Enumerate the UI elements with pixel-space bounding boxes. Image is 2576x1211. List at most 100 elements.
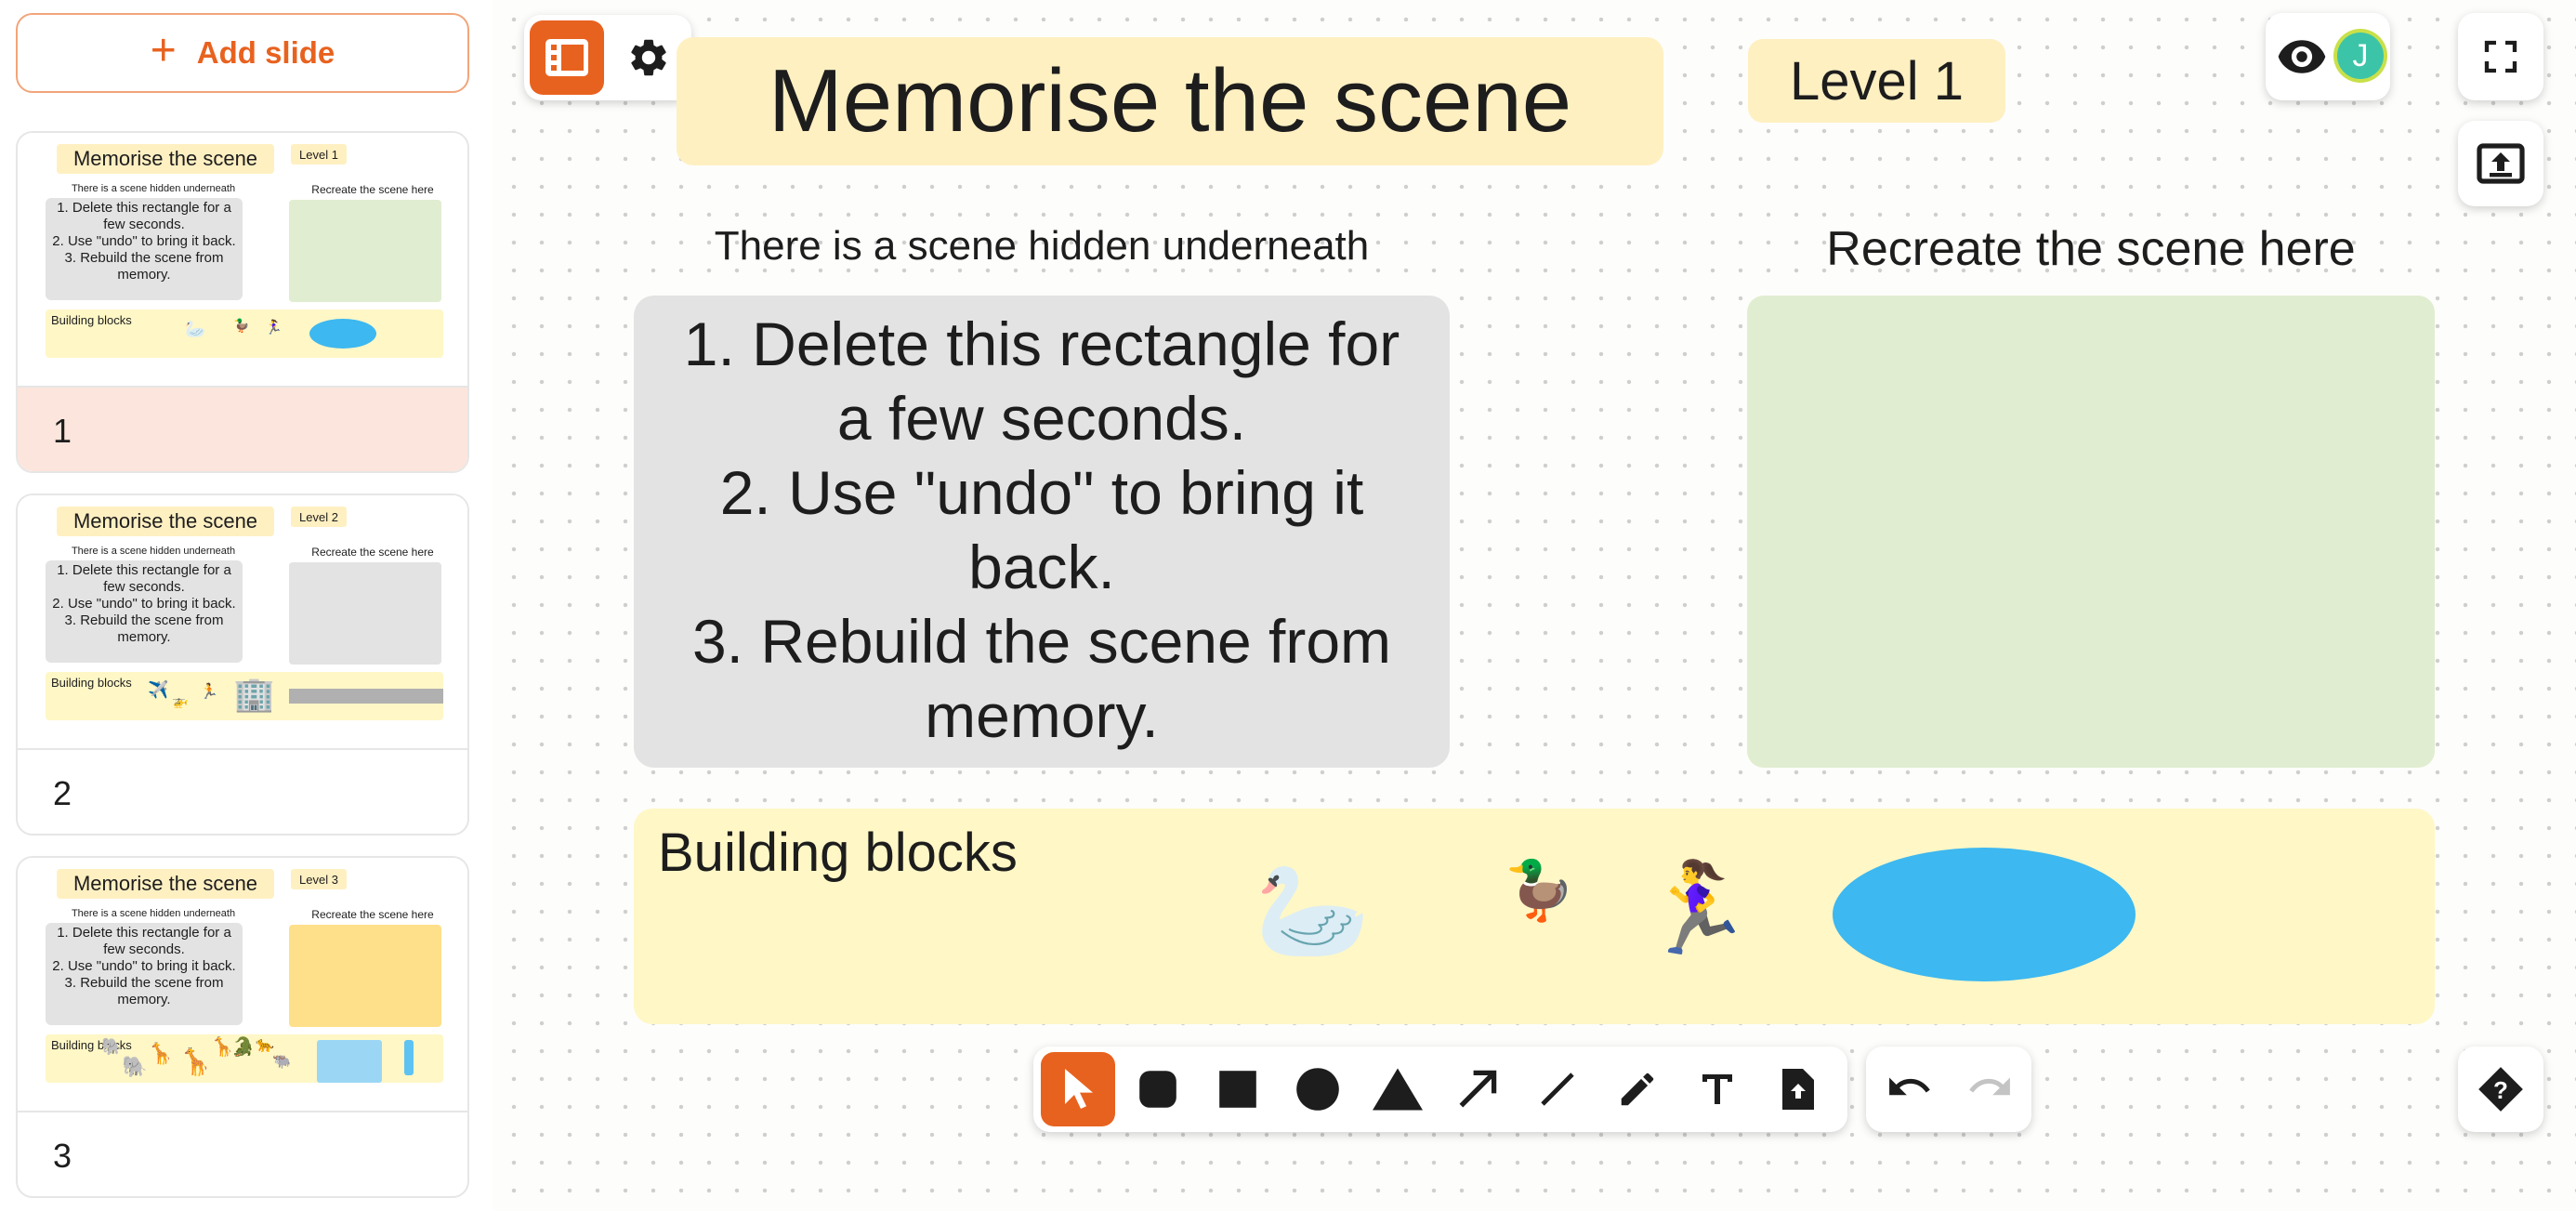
eye-icon xyxy=(2278,40,2326,73)
svg-text:?: ? xyxy=(2493,1076,2508,1104)
square-icon xyxy=(1219,1071,1256,1108)
ellipse-tool[interactable] xyxy=(1281,1052,1355,1126)
arrow-tool[interactable] xyxy=(1440,1052,1515,1126)
thumb-title: Memorise the scene xyxy=(57,507,274,536)
thumb-title: Memorise the scene xyxy=(57,869,274,899)
thumb-building-blocks: Building blocks ✈️ 🚁 🏃 🏢 xyxy=(46,672,443,720)
slide-preview: Memorise the scene Level 1 There is a sc… xyxy=(18,133,467,386)
redo-icon xyxy=(1969,1077,2010,1096)
instruction-line: back. xyxy=(968,533,1115,601)
slides-panel-toggle[interactable] xyxy=(530,20,604,95)
preview-button[interactable] xyxy=(2273,20,2331,93)
thumb-instructions: 1. Delete this rectangle for a few secon… xyxy=(46,923,243,1025)
rounded-square-icon xyxy=(1139,1071,1176,1108)
instruction-line: 1. Delete this rectangle for xyxy=(683,309,1400,378)
help-icon: ? xyxy=(2478,1067,2523,1112)
fullscreen-icon xyxy=(2484,40,2517,73)
level-badge[interactable]: Level 1 xyxy=(1748,39,2005,123)
thumb-hidden-label: There is a scene hidden underneath xyxy=(71,546,236,557)
triangle-tool[interactable] xyxy=(1360,1052,1435,1126)
instruction-line: 2. Use "undo" to bring it xyxy=(719,458,1364,527)
instruction-line: memory. xyxy=(925,681,1159,750)
rectangle-tool[interactable] xyxy=(1201,1052,1275,1126)
fullscreen-button[interactable] xyxy=(2458,13,2543,100)
thumb-hidden-label: There is a scene hidden underneath xyxy=(71,908,236,919)
history-toolbar xyxy=(1866,1046,2031,1132)
runner-icon[interactable]: 🏃‍♀️ xyxy=(1641,859,1753,958)
gear-icon xyxy=(631,39,666,76)
upload-icon xyxy=(2477,143,2525,184)
slide-number: 3 xyxy=(18,1111,467,1196)
line-icon xyxy=(1541,1073,1574,1106)
pencil-icon xyxy=(1621,1073,1654,1106)
slides-panel-icon xyxy=(545,39,588,76)
thumb-recreate-area xyxy=(289,562,441,665)
rounded-rectangle-tool[interactable] xyxy=(1121,1052,1195,1126)
duck-icon: 🦆 xyxy=(233,318,250,333)
slide-thumbnail-3[interactable]: Memorise the scene Level 3 There is a sc… xyxy=(16,856,469,1198)
line-tool[interactable] xyxy=(1520,1052,1595,1126)
redo-button[interactable] xyxy=(1952,1052,2026,1126)
upload-file-tool[interactable] xyxy=(1760,1052,1834,1126)
thumb-instruction-line: 3. Rebuild the scene from memory. xyxy=(64,250,224,283)
pond-ellipse[interactable] xyxy=(1833,848,2136,981)
building-icon: 🏢 xyxy=(233,675,275,713)
elephant-icon: 🐘 xyxy=(101,1037,123,1056)
instruction-line: a few seconds. xyxy=(836,384,1247,453)
user-avatar[interactable]: J xyxy=(2331,26,2390,86)
leopard-icon: 🐆 xyxy=(256,1037,274,1053)
thumb-title: Memorise the scene xyxy=(57,144,274,174)
thumb-water xyxy=(317,1040,382,1083)
recreate-area[interactable] xyxy=(1747,296,2435,768)
buffalo-icon: 🐃 xyxy=(272,1054,291,1070)
duck-icon[interactable]: 🦆 xyxy=(1504,859,1576,923)
thumb-blocks-label: Building blocks xyxy=(51,313,132,327)
thumb-instructions: 1. Delete this rectangle for a few secon… xyxy=(46,198,243,300)
export-control xyxy=(2458,121,2543,206)
top-right-controls: J xyxy=(2266,13,2390,100)
thumb-recreate-label: Recreate the scene here xyxy=(311,183,434,196)
help-control: ? xyxy=(2458,1046,2543,1132)
slide-title[interactable]: Memorise the scene xyxy=(677,37,1663,165)
thumb-instruction-line: 2. Use "undo" to bring it back. xyxy=(52,596,236,612)
export-button[interactable] xyxy=(2458,121,2543,206)
text-icon xyxy=(1702,1074,1732,1104)
undo-button[interactable] xyxy=(1873,1052,1948,1126)
hidden-scene-label[interactable]: There is a scene hidden underneath xyxy=(714,223,1370,269)
arrow-icon xyxy=(1459,1070,1497,1108)
thumb-instruction-line: 1. Delete this rectangle for a few secon… xyxy=(57,200,231,232)
giraffe-icon: 🦒 xyxy=(179,1047,212,1076)
thumb-instruction-line: 3. Rebuild the scene from memory. xyxy=(64,612,224,645)
thumb-recreate-label: Recreate the scene here xyxy=(311,908,434,921)
plus-icon: + xyxy=(150,26,177,75)
add-slide-button[interactable]: + Add slide xyxy=(16,13,469,93)
thumb-instruction-line: 2. Use "undo" to bring it back. xyxy=(52,233,236,249)
thumb-instruction-line: 3. Rebuild the scene from memory. xyxy=(64,975,224,1007)
select-tool[interactable] xyxy=(1041,1052,1115,1126)
add-slide-label: Add slide xyxy=(196,35,335,70)
circle-icon xyxy=(1296,1068,1339,1111)
recreate-scene-label[interactable]: Recreate the scene here xyxy=(1826,222,2356,276)
slide-number: 1 xyxy=(18,386,467,471)
runner-icon: 🏃‍♀️ xyxy=(265,320,283,336)
elephant-icon: 🐘 xyxy=(122,1055,148,1078)
help-button[interactable]: ? xyxy=(2458,1046,2543,1132)
giraffe-icon: 🦒 xyxy=(211,1037,234,1058)
thumb-level: Level 2 xyxy=(291,507,347,527)
thumb-river xyxy=(404,1040,414,1075)
thumb-recreate-label: Recreate the scene here xyxy=(311,546,434,559)
thumb-building-blocks: Building blocks 🦢 🦆 🏃‍♀️ xyxy=(46,309,443,358)
goose-icon[interactable]: 🦢 xyxy=(1255,859,1371,963)
thumb-level: Level 3 xyxy=(291,869,347,889)
instructions-rectangle[interactable]: 1. Delete this rectangle for a few secon… xyxy=(634,296,1450,768)
settings-button[interactable] xyxy=(611,20,686,95)
crocodile-icon: 🐊 xyxy=(231,1037,255,1058)
slide-thumbnail-2[interactable]: Memorise the scene Level 2 There is a sc… xyxy=(16,494,469,836)
undo-icon xyxy=(1889,1077,1930,1096)
pencil-tool[interactable] xyxy=(1600,1052,1675,1126)
slide-thumbnail-1[interactable]: Memorise the scene Level 1 There is a sc… xyxy=(16,131,469,473)
slide-number: 2 xyxy=(18,748,467,834)
text-tool[interactable] xyxy=(1680,1052,1755,1126)
thumb-instruction-line: 1. Delete this rectangle for a few secon… xyxy=(57,925,231,957)
avatar-initial: J xyxy=(2337,33,2384,79)
